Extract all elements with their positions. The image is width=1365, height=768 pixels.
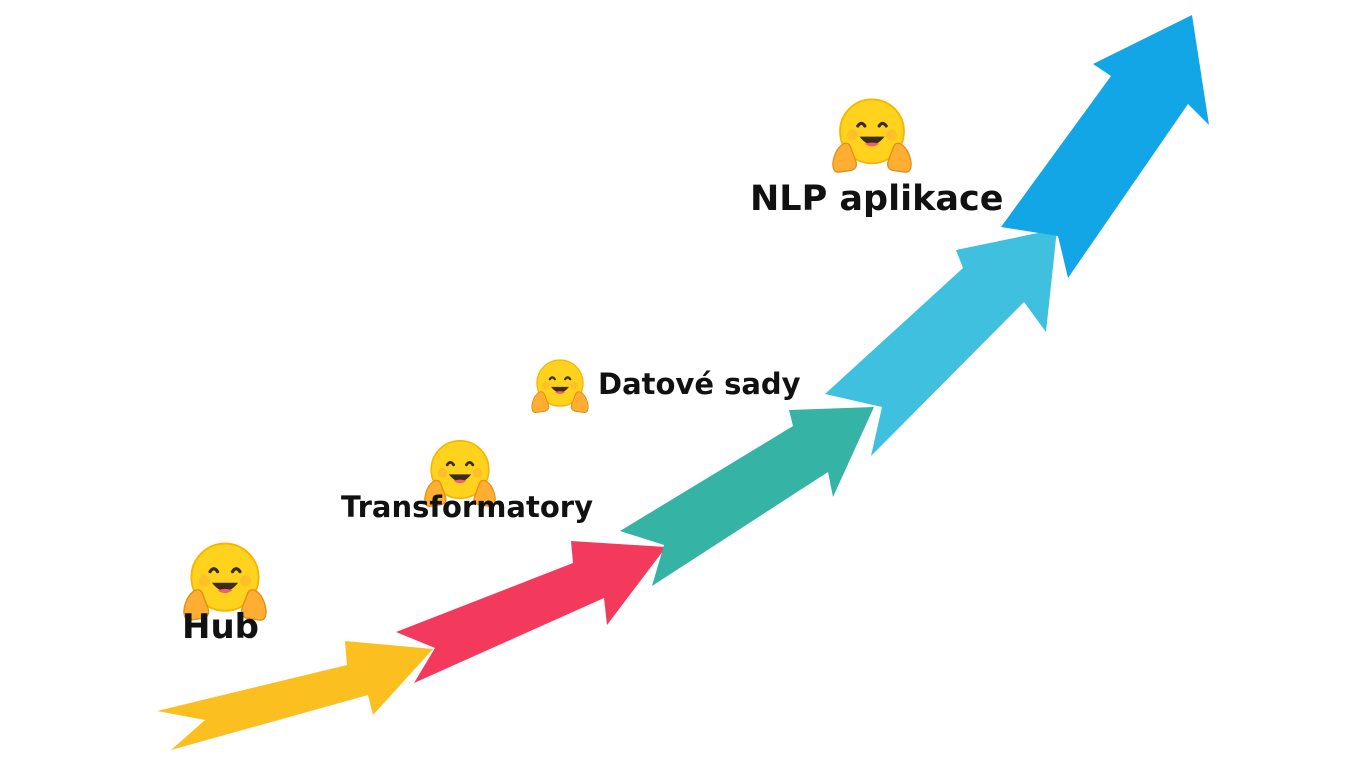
arrow-red	[396, 541, 666, 683]
label-transformers: Transformatory	[341, 490, 593, 524]
arrow-teal	[620, 407, 874, 586]
label-datasets: Datové sady	[598, 367, 801, 401]
arrow-blue	[1001, 15, 1209, 278]
hugging-face-icon	[528, 355, 592, 415]
arrow-light-blue	[825, 229, 1057, 456]
hugging-face-icon	[826, 94, 918, 174]
label-hub: Hub	[182, 607, 259, 647]
label-nlp-apps: NLP aplikace	[750, 179, 1004, 219]
arrow-yellow	[157, 641, 433, 750]
